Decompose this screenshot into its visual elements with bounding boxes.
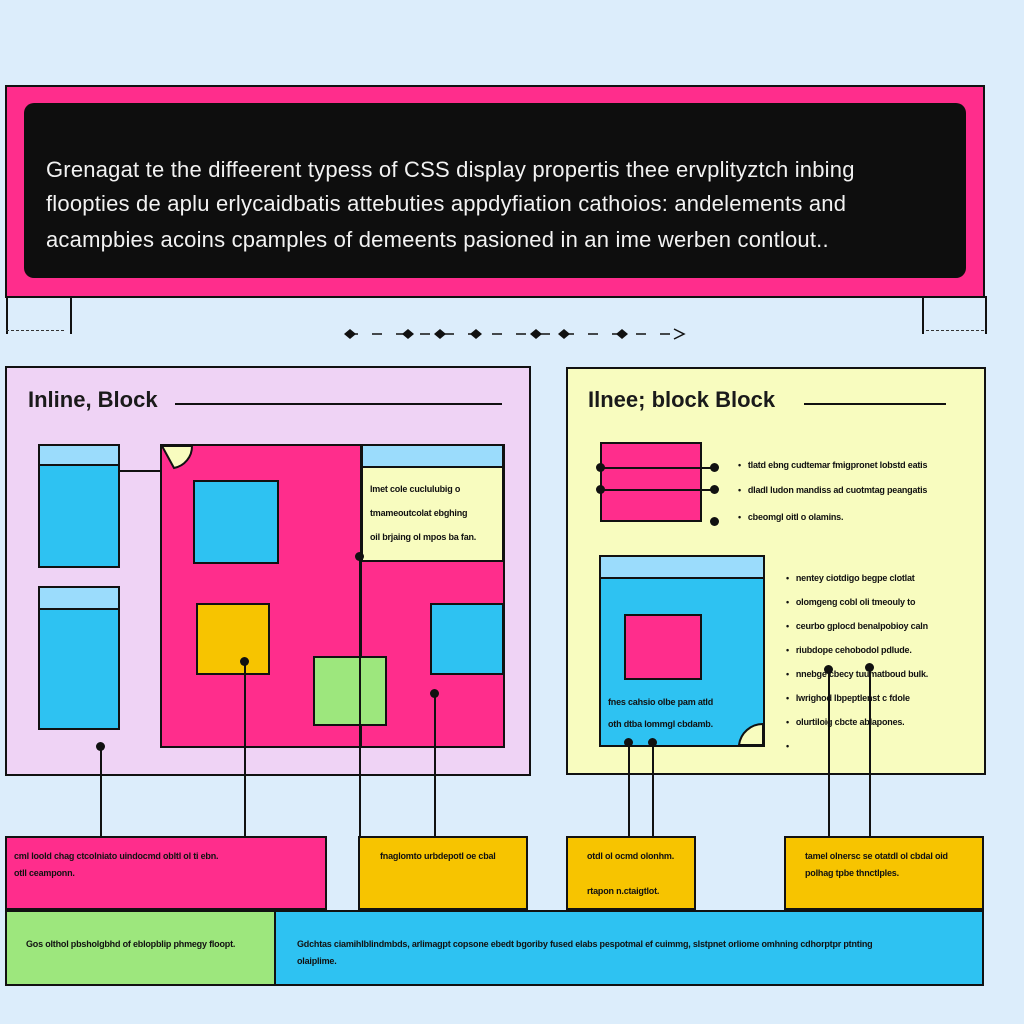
bullet-bottom-8: • bbox=[786, 741, 789, 751]
inline-box-yellow bbox=[196, 603, 270, 675]
card-yellow-3 bbox=[784, 836, 984, 910]
bracket-left-b bbox=[70, 296, 72, 334]
pointer-line-r2 bbox=[652, 742, 654, 836]
bracket-left-a bbox=[6, 296, 8, 334]
pointer-dot-r3 bbox=[824, 665, 833, 674]
bullet-bottom-7: • olurtiloig cbcte ablapones. bbox=[786, 717, 905, 727]
card-green-line-1: Gos olthol pbsholgbhd of eblopblip phmeg… bbox=[26, 939, 236, 949]
pointer-dot-r2 bbox=[648, 738, 657, 747]
card-pink-line-2: otll ceamponn. bbox=[14, 868, 75, 878]
card-yellow-2 bbox=[566, 836, 696, 910]
block-header-2 bbox=[38, 586, 120, 610]
stack-rule-2 bbox=[600, 489, 714, 491]
bracket-right-b bbox=[985, 296, 987, 334]
note-line-3: oil brjaing ol mpos ba fan. bbox=[370, 532, 477, 542]
connector-line bbox=[120, 470, 162, 472]
note-line-1: lmet cole cuclulubig o bbox=[370, 484, 461, 494]
inline-box-cyan-2 bbox=[430, 603, 504, 675]
block-caption-2: oth dtba lommgl cbdamb. bbox=[608, 719, 713, 729]
card-yellow-2-line-2: rtapon n.ctaigtlot. bbox=[587, 886, 660, 896]
pointer-dot bbox=[96, 742, 105, 751]
header-banner bbox=[24, 103, 966, 278]
pointer-line bbox=[100, 746, 102, 836]
right-title-rule bbox=[804, 403, 946, 405]
container-divider bbox=[360, 444, 362, 748]
block-header-1 bbox=[38, 444, 120, 466]
header-line-2: floopties de aplu erlycaidbatis attebuti… bbox=[46, 191, 847, 216]
bullet-bottom-1: • nentey ciotdigo begpe clotlat bbox=[786, 573, 915, 583]
pointer-dot-note bbox=[355, 552, 364, 561]
card-yellow-3-line-2: polhag tpbe thnctlples. bbox=[805, 868, 899, 878]
card-cyan-line-1: Gdchtas ciamihlblindmbds, arlimagpt cops… bbox=[297, 939, 873, 949]
block-caption-1: fnes cahsio olbe pam atld bbox=[608, 697, 714, 707]
card-cyan-line-2: olaiplime. bbox=[297, 956, 337, 966]
pointer-line-r4 bbox=[869, 668, 871, 836]
pointer-line-r1 bbox=[628, 742, 630, 836]
bullet-bottom-6: • lwrighod lbpeptlenst c fdole bbox=[786, 693, 910, 703]
stack-rule-1 bbox=[600, 467, 714, 469]
card-yellow-3-line-1: tamel olnersc se otatdl ol cbdal oid bbox=[805, 851, 948, 861]
block-box-2 bbox=[38, 608, 120, 730]
bullet-bottom-5: • nnebge cbecy tuumatboud bulk. bbox=[786, 669, 929, 679]
pointer-line-yellow bbox=[244, 662, 246, 836]
pointer-dot-cyan bbox=[430, 689, 439, 698]
card-yellow-1-line-1: fnaglomto urbdepotl oe cbal bbox=[380, 851, 496, 861]
bullet-bottom-3: • ceurbo gplocd benalpobioy caln bbox=[786, 621, 928, 631]
bullet-top-1: • tlatd ebng cudtemar fmigpronet lobstd … bbox=[738, 460, 928, 470]
note-card bbox=[361, 466, 504, 562]
stack-dot-4 bbox=[710, 485, 719, 494]
bracket-right-dash bbox=[926, 330, 984, 331]
card-yellow-1 bbox=[358, 836, 528, 910]
stack-dot-3 bbox=[710, 463, 719, 472]
block-box-1 bbox=[38, 464, 120, 568]
block-box-header bbox=[599, 555, 765, 579]
card-yellow-2-line-1: otdl ol ocmd olonhm. bbox=[587, 851, 674, 861]
block-stack bbox=[600, 442, 702, 522]
stack-dot-2 bbox=[596, 485, 605, 494]
card-green bbox=[5, 910, 277, 986]
card-pink bbox=[5, 836, 327, 910]
pointer-dot-yellow bbox=[240, 657, 249, 666]
inline-box-green bbox=[313, 656, 387, 726]
note-line-2: tmameoutcolat ebghing bbox=[370, 508, 468, 518]
note-header bbox=[361, 444, 504, 468]
stack-dot-5 bbox=[710, 517, 719, 526]
card-pink-line-1: cml loold chag ctcolniato uindocmd obltl… bbox=[14, 851, 219, 861]
block-inner-box bbox=[624, 614, 702, 680]
bullet-bottom-4: • riubdope cehobodol pdlude. bbox=[786, 645, 912, 655]
diamond-connector bbox=[344, 328, 686, 340]
pointer-dot-r1 bbox=[624, 738, 633, 747]
bullet-top-2: • dladl ludon mandiss ad cuotmtag peanga… bbox=[738, 485, 928, 495]
header-line-1: Grenagat te the diffeerent typess of CSS… bbox=[46, 157, 855, 182]
pointer-line-cyan bbox=[434, 694, 436, 836]
bracket-left-dash bbox=[6, 330, 64, 331]
bullet-bottom-2: • olomgeng cobl oli tmeouly to bbox=[786, 597, 916, 607]
header-line-3: acampbies acoins cpamples of demeents pa… bbox=[46, 227, 829, 252]
pointer-line-r3 bbox=[828, 670, 830, 836]
right-panel-title: Ilnee; block Block bbox=[588, 387, 776, 412]
bracket-right-a bbox=[922, 296, 924, 334]
pointer-dot-r4 bbox=[865, 663, 874, 672]
pointer-line-note bbox=[359, 556, 361, 836]
card-cyan bbox=[274, 910, 984, 986]
left-title-rule bbox=[175, 403, 502, 405]
bullet-top-3: • cbeomgl oitl o olamins. bbox=[738, 512, 844, 522]
left-panel-title: Inline, Block bbox=[28, 387, 158, 412]
stack-dot-1 bbox=[596, 463, 605, 472]
corner-curl-icon bbox=[737, 722, 764, 746]
inline-box-cyan bbox=[193, 480, 279, 564]
corner-fold-icon bbox=[160, 445, 194, 470]
